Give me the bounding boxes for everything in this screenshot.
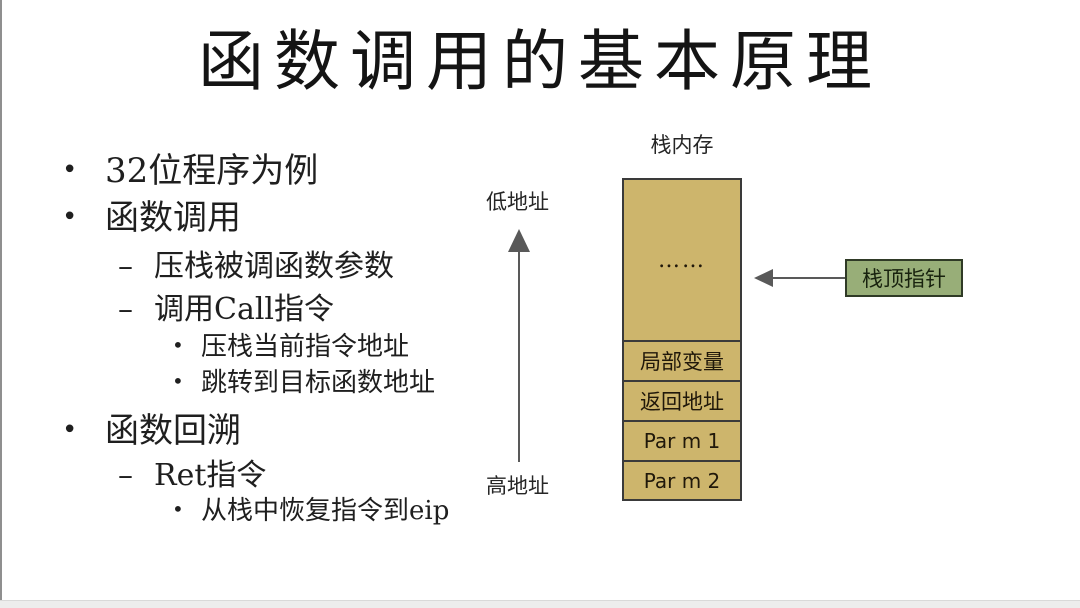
bullet-item: – Ret指令	[118, 450, 266, 494]
bullet-item: • 函数回溯	[62, 403, 241, 452]
stack-cell-parm1: Par m 1	[624, 420, 740, 460]
bullet-marker: •	[172, 333, 184, 357]
bullet-text: 函数调用	[105, 198, 241, 238]
stack-pointer-arrow-line	[771, 277, 845, 279]
bullet-item: – 调用Call指令	[118, 284, 334, 328]
stack-pointer-box: 栈顶指针	[845, 259, 963, 297]
stack-memory-box: …… 局部变量 返回地址 Par m 1 Par m 2	[622, 178, 742, 501]
bullet-item: • 32位程序为例	[62, 143, 318, 192]
left-edge-line	[0, 0, 2, 608]
bullet-marker: –	[118, 458, 133, 493]
bullet-item: • 跳转到目标函数地址	[172, 362, 435, 399]
stack-cell-ellipsis: ……	[658, 247, 706, 273]
bullet-marker: •	[172, 369, 184, 393]
up-arrow-head-icon	[508, 229, 530, 252]
bullet-item: • 函数调用	[62, 190, 241, 239]
bullet-text: 压栈被调函数参数	[154, 249, 394, 284]
low-address-label: 低地址	[486, 190, 549, 214]
stack-memory-label: 栈内存	[650, 133, 714, 157]
bullet-text: 函数回溯	[105, 411, 241, 451]
bullet-marker: –	[118, 249, 133, 284]
bullet-item: – 压栈被调函数参数	[118, 241, 394, 285]
bullet-text: 调用Call指令	[154, 292, 335, 327]
high-address-label: 高地址	[486, 474, 549, 498]
bullet-marker: •	[62, 155, 78, 185]
stack-cell-local-vars: 局部变量	[624, 340, 740, 380]
bottom-bar	[0, 600, 1080, 608]
up-arrow-line	[518, 250, 520, 462]
bullet-text: 从栈中恢复指令到eip	[201, 496, 450, 526]
bullet-marker: •	[62, 415, 78, 445]
bullet-item: • 压栈当前指令地址	[172, 326, 409, 363]
bullet-marker: –	[118, 292, 133, 327]
bullet-text: 跳转到目标函数地址	[201, 368, 436, 398]
bullet-marker: •	[172, 497, 184, 521]
bullet-text: 压栈当前指令地址	[201, 332, 410, 362]
bullet-text: 32位程序为例	[105, 151, 319, 191]
bullet-item: • 从栈中恢复指令到eip	[172, 490, 449, 527]
bullet-marker: •	[62, 202, 78, 232]
slide-title: 函数调用的基本原理	[198, 23, 882, 100]
stack-cell-parm2: Par m 2	[624, 460, 740, 499]
stack-pointer-arrowhead-icon	[754, 269, 773, 287]
stack-cell-return-address: 返回地址	[624, 380, 740, 420]
bullet-text: Ret指令	[154, 458, 267, 493]
